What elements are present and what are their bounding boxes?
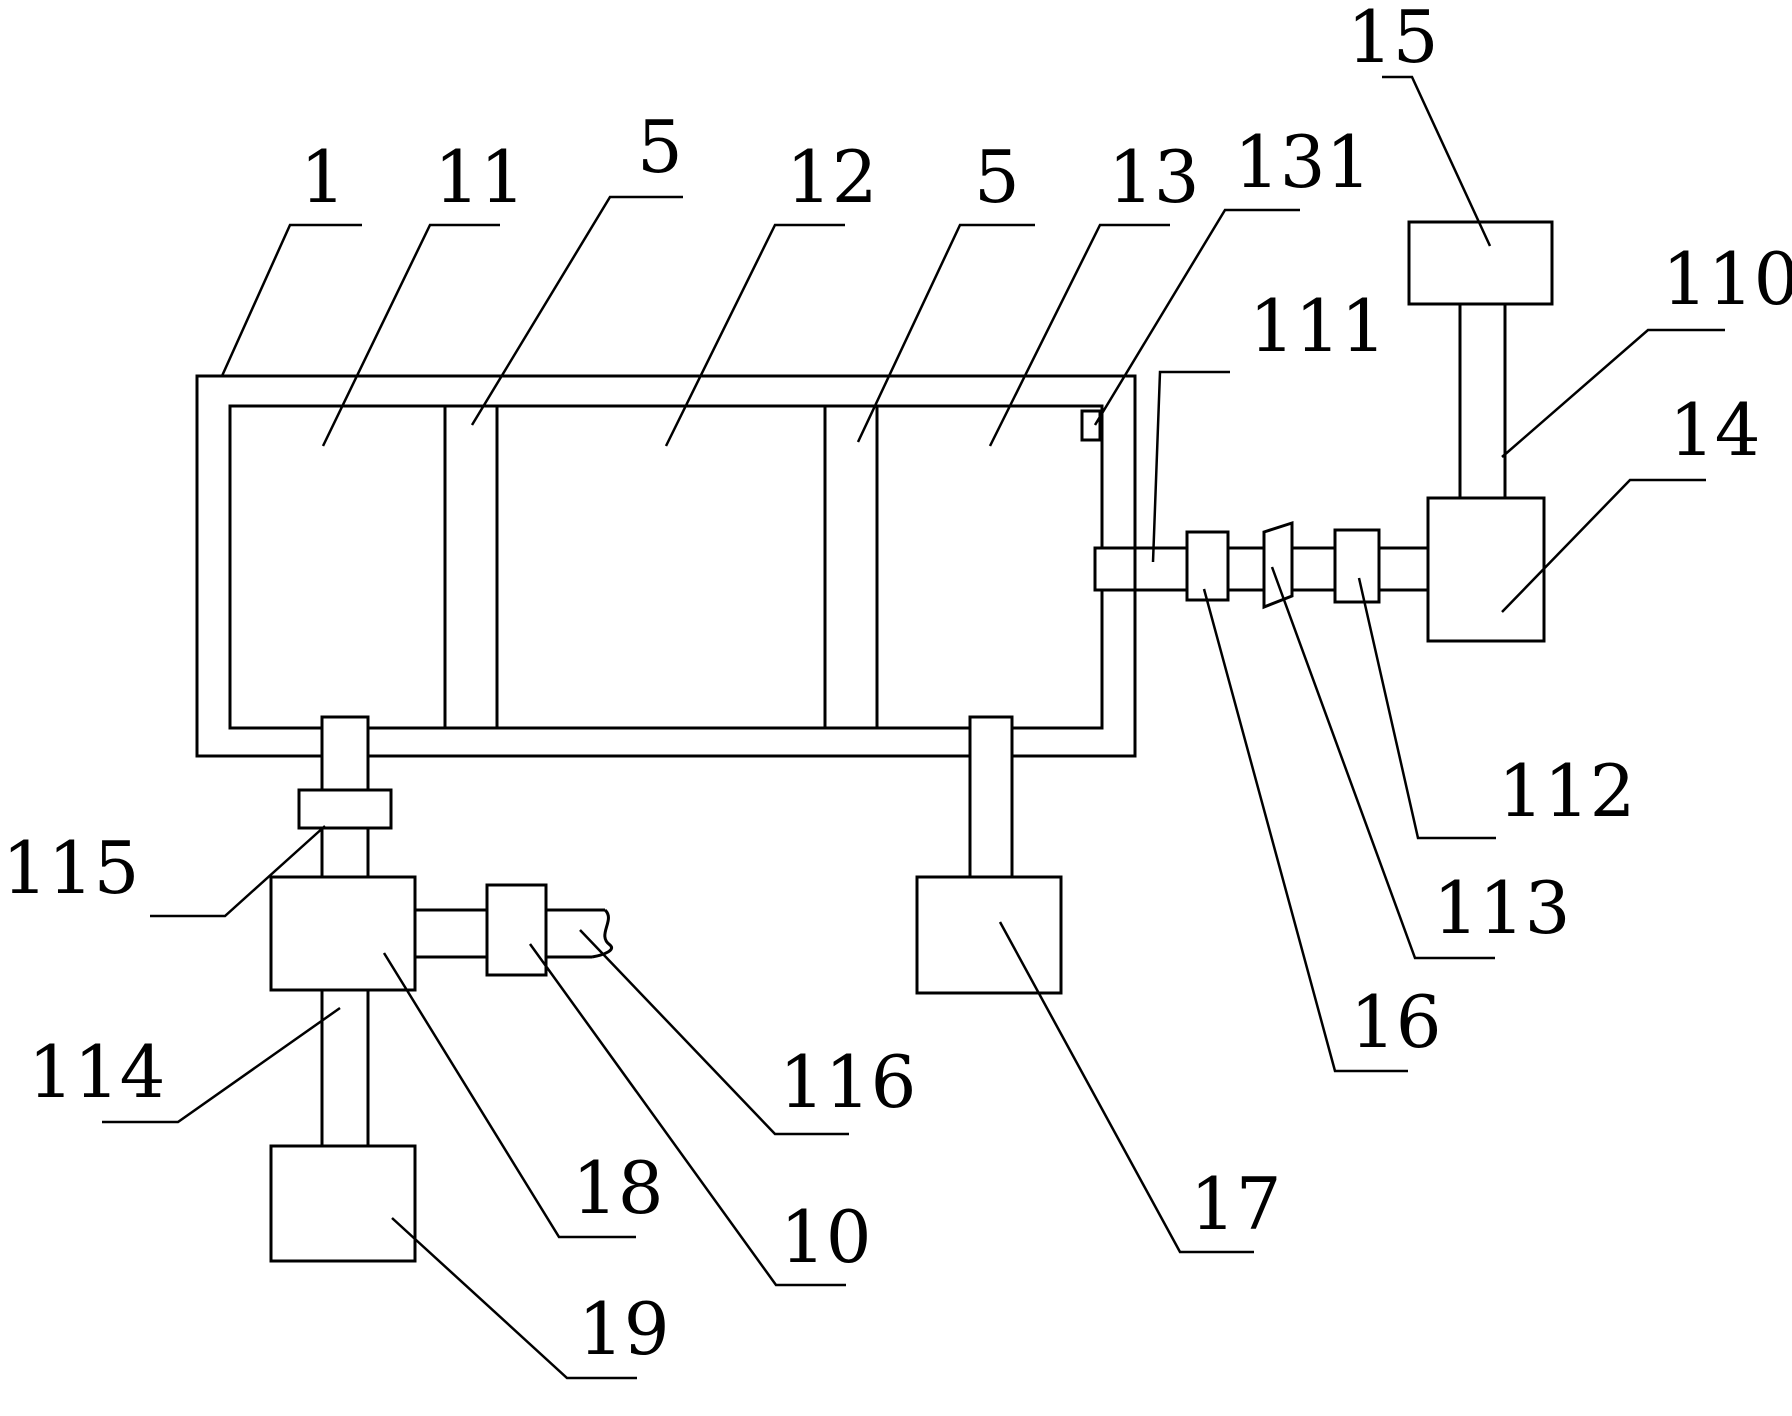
- leader-110: [1501, 328, 1725, 458]
- label-11: 11: [434, 135, 526, 219]
- box-17: [915, 875, 1063, 995]
- label-10: 10: [780, 1195, 872, 1279]
- label-131: 131: [1234, 120, 1371, 204]
- leader-116: [579, 929, 849, 1136]
- leader-13: [988, 223, 1170, 447]
- tank-housing: [195, 374, 1137, 758]
- label-13: 13: [1108, 135, 1200, 219]
- label-5a: 5: [637, 105, 683, 189]
- leader-111: [1151, 370, 1230, 563]
- pump-14: [1426, 496, 1546, 643]
- leader-12: [664, 223, 845, 447]
- leader-lines: [102, 75, 1725, 1380]
- leader-17: [998, 921, 1254, 1254]
- label-111: 111: [1249, 284, 1386, 368]
- label-18: 18: [572, 1146, 664, 1230]
- label-5b: 5: [974, 135, 1020, 219]
- leader-19: [391, 1217, 637, 1380]
- label-113: 113: [1433, 866, 1570, 950]
- label-1: 1: [300, 135, 346, 219]
- label-19: 19: [578, 1287, 670, 1371]
- leader-18: [382, 952, 636, 1239]
- drain-pipe-right: [968, 715, 1014, 879]
- pipe-110: [1458, 304, 1507, 498]
- label-17: 17: [1190, 1162, 1282, 1246]
- leader-1: [220, 223, 362, 377]
- tank-outer-wall: [195, 374, 1137, 758]
- pipe-stub: [1093, 546, 1137, 592]
- label-15: 15: [1347, 0, 1439, 79]
- leader-112: [1357, 577, 1496, 840]
- label-14: 14: [1669, 388, 1761, 472]
- leader-5a: [470, 195, 683, 426]
- valve-10: [485, 883, 548, 977]
- box-15: [1407, 220, 1554, 306]
- leader-10: [528, 943, 846, 1287]
- filter-112: [1333, 528, 1381, 604]
- box-19: [269, 1144, 417, 1263]
- label-112: 112: [1498, 749, 1635, 833]
- valve-16: [1185, 530, 1230, 602]
- label-16: 16: [1350, 980, 1442, 1064]
- label-12: 12: [786, 135, 878, 219]
- leader-113: [1270, 566, 1495, 960]
- box-18: [269, 875, 417, 992]
- label-115: 115: [2, 826, 139, 910]
- tank-inner-wall: [228, 404, 1104, 730]
- reference-labels: 1 11 5 12 5 13 131 15 110 111 14 112 113…: [2, 0, 1792, 1371]
- leader-16: [1202, 588, 1408, 1073]
- leader-5b: [856, 223, 1035, 443]
- label-114: 114: [28, 1030, 165, 1114]
- sensor-131: [1080, 409, 1102, 442]
- pipe-114: [320, 990, 370, 1146]
- label-110: 110: [1662, 237, 1792, 321]
- leader-115: [150, 825, 326, 918]
- label-116: 116: [779, 1040, 916, 1124]
- partition-right: [823, 406, 879, 728]
- leader-131: [1093, 208, 1300, 426]
- leader-11: [321, 223, 500, 447]
- leader-15: [1382, 75, 1492, 247]
- valve-115: [297, 788, 393, 830]
- nozzle-113: [1262, 520, 1294, 610]
- leader-114: [102, 1006, 341, 1124]
- partition-left: [443, 406, 499, 728]
- leader-14: [1501, 478, 1706, 613]
